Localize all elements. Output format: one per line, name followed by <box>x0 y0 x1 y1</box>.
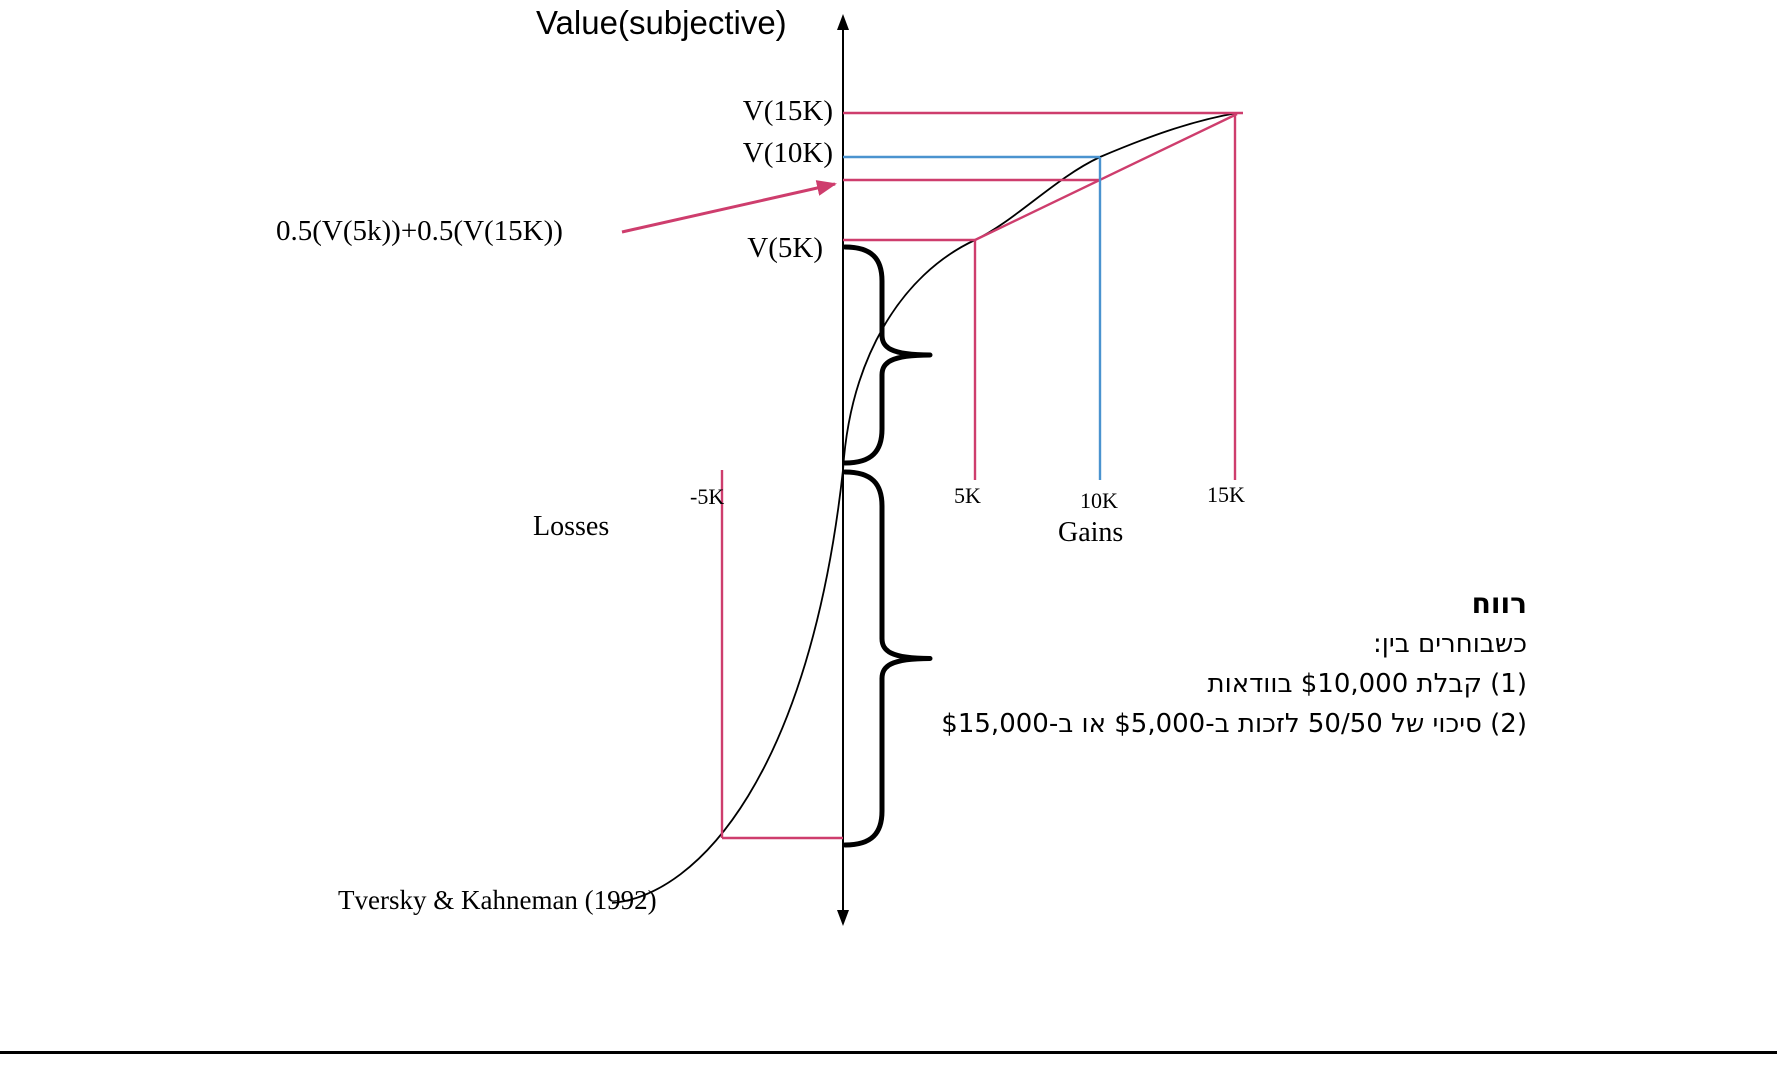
hebrew-note-line-3: (2) סיכוי של 50/50 לזכות ב-$5,000 או ב-$… <box>941 709 1527 739</box>
x-tick-neg5k: -5K <box>690 484 725 509</box>
curly-brace <box>842 469 933 848</box>
x-tick-15k: 15K <box>1207 482 1245 507</box>
v10k-label: V(10K) <box>742 137 833 169</box>
v15k-label: V(15K) <box>742 95 833 127</box>
hebrew-note-title: רווח <box>1471 587 1527 620</box>
axis-arrow-up-icon <box>837 14 849 30</box>
value-function-curve <box>611 112 1238 904</box>
hebrew-note-line-1: כשבוחרים בין: <box>1373 629 1527 659</box>
hebrew-note: רווח כשבוחרים בין: (1) קבלת $10,000 בווד… <box>941 584 1527 744</box>
pink-reference-line <box>974 112 1238 242</box>
expected-value-arrow <box>621 180 837 234</box>
losses-label: Losses <box>533 511 610 542</box>
expected-value-label: 0.5(V(5k))+0.5(V(15K)) <box>276 215 563 247</box>
axis-arrow-down-icon <box>837 910 849 926</box>
y-axis-title: Value(subjective) <box>536 4 787 41</box>
citation-label: Tversky & Kahneman (1992) <box>338 885 657 915</box>
x-tick-5k: 5K <box>954 483 981 508</box>
v5k-label: V(5K) <box>747 232 823 264</box>
slide-bottom-border <box>0 1051 1777 1054</box>
gains-label: Gains <box>1058 517 1124 548</box>
x-tick-10k: 10K <box>1080 488 1118 513</box>
hebrew-note-line-2: (1) קבלת $10,000 בוודאות <box>1207 669 1527 699</box>
curly-brace <box>842 244 933 466</box>
